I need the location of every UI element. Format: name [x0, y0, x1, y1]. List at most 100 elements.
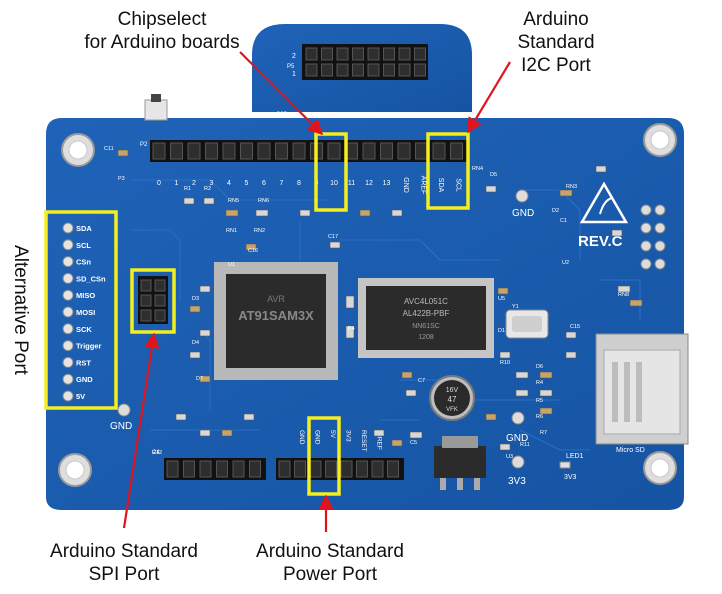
p5-pin — [398, 47, 411, 61]
smd-part — [565, 331, 577, 339]
p5-pin-2: 2 — [292, 53, 296, 60]
alt-port-pad — [62, 239, 74, 251]
callout-chipselect: Chipselect for Arduino boards — [62, 8, 262, 54]
header-pin-number: 5 — [245, 180, 249, 187]
p5-pin — [367, 47, 380, 61]
ref-designator: RN3 — [566, 184, 577, 190]
smd-part — [391, 209, 403, 217]
smd-part — [515, 371, 529, 379]
smd-part — [595, 165, 607, 173]
arrow-chipselect — [239, 51, 324, 136]
header-pin — [371, 460, 384, 478]
alt-port-pin-label: RST — [76, 358, 91, 367]
ref-designator: R11 — [520, 442, 530, 448]
header-pin-number: 3 — [210, 180, 214, 187]
micro-sd-slot: Micro SD J1 — [595, 328, 691, 454]
header-pin — [249, 460, 261, 478]
alt-port-pad — [62, 222, 74, 234]
header-pin — [152, 142, 166, 160]
ref-designator: C1 — [560, 218, 567, 224]
header-pin — [340, 460, 353, 478]
memory-chip: AVC4L051C AL422B-PBF NN61SC 1208 — [358, 278, 494, 358]
alt-port-pad — [62, 390, 74, 402]
callout-spi: Arduino Standard SPI Port — [24, 540, 224, 586]
alt-port-pin-label: SCK — [76, 325, 92, 334]
arrows — [122, 51, 511, 532]
callout-i2c: Arduino Standard I2C Port — [486, 8, 626, 77]
p5-pin — [352, 63, 364, 77]
smd-part — [199, 375, 211, 383]
ref-designator: D1 — [498, 328, 505, 334]
header-pin — [222, 142, 236, 160]
ref-designator: RN5 — [228, 198, 239, 204]
smd-part — [199, 329, 211, 337]
ref-designator: R12 — [152, 450, 162, 456]
ref-designator: C7 — [418, 378, 425, 384]
smd-part — [299, 209, 311, 217]
smd-part — [245, 243, 257, 251]
p5-pin — [336, 47, 349, 61]
callout-spi-line-2: SPI Port — [88, 564, 160, 585]
ref-designator: R4 — [536, 380, 543, 386]
p5-pin — [398, 63, 411, 77]
header-pin — [205, 142, 218, 160]
header-pin — [278, 460, 291, 478]
smd-part — [515, 389, 529, 397]
ref-designator: D4 — [192, 340, 199, 346]
smd-part — [485, 185, 497, 193]
ref-designator: U5 — [498, 296, 505, 302]
3v3-led-label: 3V3 — [564, 474, 577, 481]
smd-part — [373, 429, 385, 437]
p5-pin — [367, 63, 380, 77]
alt-port-pad — [62, 356, 74, 368]
ref-designator: C5 — [410, 440, 417, 446]
alt-port-pin-label: SD_CSn — [76, 274, 106, 283]
ref-designator: D3 — [192, 296, 199, 302]
alt-port-pad — [62, 373, 74, 385]
power-pin-label: RESET — [360, 430, 367, 452]
microcontroller-chip: AVR AT91SAM3X — [214, 262, 338, 380]
crystal — [505, 309, 549, 339]
smd-part — [497, 287, 509, 295]
cap-marking-2: 47 — [448, 395, 457, 404]
ref-designator: D7 — [196, 376, 203, 382]
smd-part — [243, 413, 255, 421]
header-pin-number: 4 — [227, 180, 231, 187]
ref-designator: C15 — [570, 324, 580, 330]
led1 — [559, 461, 571, 469]
header-pin — [309, 460, 322, 478]
memory-marking-3: NN61SC — [412, 323, 440, 330]
ref-designator: RN2 — [254, 228, 265, 234]
p2-label: P2 — [140, 142, 148, 148]
gnd-test-points — [117, 189, 529, 469]
mcu-marking-2: AT91SAM3X — [238, 308, 314, 323]
p5-label: P5 — [287, 64, 295, 70]
header-pin — [450, 142, 463, 160]
smd-part — [539, 407, 553, 415]
esd-logo — [579, 181, 629, 224]
gnd-label-left: GND — [110, 421, 132, 432]
highlight-i2c — [426, 132, 470, 210]
smd-part — [611, 229, 623, 237]
power-pin-label: 3V3 — [345, 430, 352, 442]
pcb-traces — [130, 179, 641, 451]
header-pin — [387, 460, 399, 478]
memory-marking-1: AVC4L051C — [404, 297, 448, 306]
alt-port-pin-label: MISO — [76, 291, 95, 300]
header-pin — [292, 142, 306, 160]
smd-part — [189, 351, 201, 359]
header-pin — [187, 142, 201, 160]
alt-port-pin-label: CSn — [76, 258, 91, 267]
ref-designator: R5 — [536, 398, 543, 404]
highlights — [44, 132, 470, 496]
highlight-alternative — [44, 210, 118, 410]
smd-part — [199, 429, 211, 437]
header-pin-number: 0 — [157, 180, 161, 187]
smd-part — [203, 197, 215, 205]
smd-part — [117, 149, 129, 157]
smd-part — [359, 209, 371, 217]
ref-designator: R1 — [184, 186, 191, 192]
alt-port-pad — [62, 289, 74, 301]
